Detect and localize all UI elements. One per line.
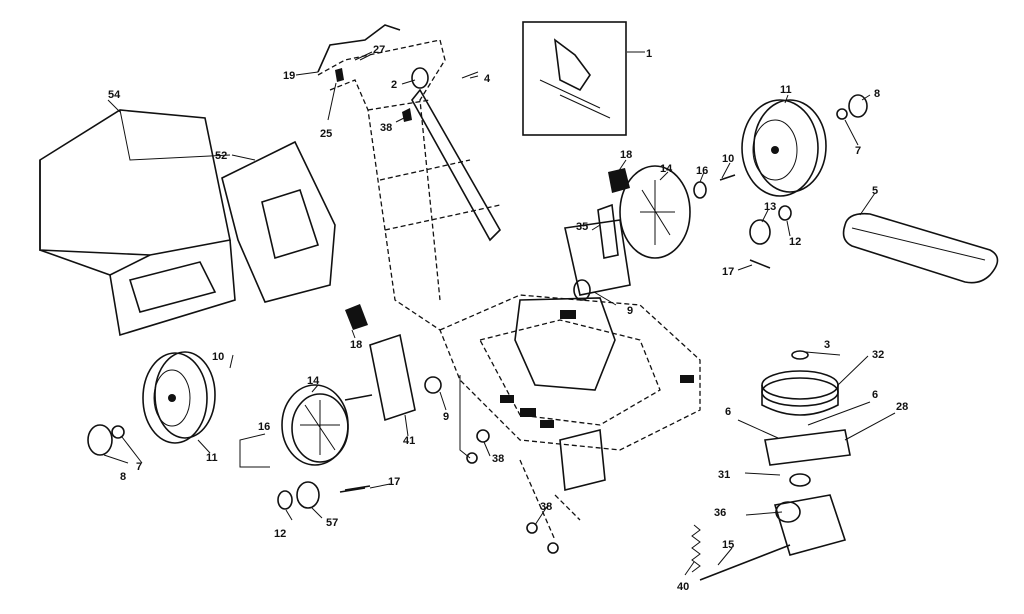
callout-25: 25 bbox=[320, 128, 332, 140]
callout-6b: 6 bbox=[872, 389, 878, 401]
callout-10a: 10 bbox=[212, 351, 224, 363]
callout-38c: 38 bbox=[540, 501, 552, 513]
callout-16b: 16 bbox=[696, 165, 708, 177]
spring bbox=[691, 524, 701, 573]
callout-28: 28 bbox=[896, 401, 908, 413]
callout-38a: 38 bbox=[380, 122, 392, 134]
callout-41: 41 bbox=[403, 435, 415, 447]
callout-14b: 14 bbox=[660, 163, 673, 175]
pulley bbox=[761, 350, 839, 416]
callout-11b: 11 bbox=[780, 84, 792, 96]
inset-box bbox=[522, 21, 627, 136]
callout-36: 36 bbox=[714, 507, 726, 519]
callout-1: 1 bbox=[646, 48, 652, 60]
callout-8a: 8 bbox=[120, 471, 126, 483]
callout-9b: 9 bbox=[627, 305, 633, 317]
callout-15: 15 bbox=[722, 539, 734, 551]
callout-54: 54 bbox=[108, 89, 121, 101]
right-wheel bbox=[741, 99, 827, 197]
callout-18a: 18 bbox=[350, 339, 362, 351]
leader-lines bbox=[103, 51, 896, 576]
drive-belt bbox=[842, 212, 999, 284]
callout-labels: 1 2 3 4 5 6 6 7 7 8 8 9 9 10 10 11 11 12… bbox=[108, 44, 908, 593]
mower-deck bbox=[439, 294, 701, 451]
left-wheel-plate bbox=[281, 384, 349, 466]
transmission bbox=[699, 473, 847, 581]
bag-frame bbox=[221, 140, 336, 303]
callout-5: 5 bbox=[872, 185, 878, 197]
callout-8b: 8 bbox=[874, 88, 880, 100]
callout-6a: 6 bbox=[725, 406, 731, 418]
left-wheel bbox=[142, 351, 216, 444]
callout-17b: 17 bbox=[722, 266, 734, 278]
grass-bag bbox=[39, 109, 236, 337]
callout-27: 27 bbox=[373, 44, 385, 56]
callout-40: 40 bbox=[677, 581, 689, 593]
callout-7b: 7 bbox=[855, 145, 861, 157]
left-drive-bracket bbox=[344, 304, 442, 422]
callout-18b: 18 bbox=[620, 149, 632, 161]
callout-12a: 12 bbox=[274, 528, 286, 540]
callout-52: 52 bbox=[215, 150, 227, 162]
callout-19: 19 bbox=[283, 70, 295, 82]
right-wheel-plate bbox=[619, 165, 691, 259]
callout-14a: 14 bbox=[307, 375, 320, 387]
callout-31: 31 bbox=[718, 469, 730, 481]
handle-assembly bbox=[317, 39, 501, 331]
callout-13: 13 bbox=[764, 201, 776, 213]
right-drive-bracket bbox=[564, 168, 631, 301]
callout-35: 35 bbox=[576, 221, 588, 233]
callout-38b: 38 bbox=[492, 453, 504, 465]
callout-17a: 17 bbox=[388, 476, 400, 488]
callout-10b: 10 bbox=[722, 153, 734, 165]
callout-2: 2 bbox=[391, 79, 397, 91]
mount-plate bbox=[764, 429, 851, 466]
callout-11a: 11 bbox=[206, 452, 218, 464]
callout-12b: 12 bbox=[789, 236, 801, 248]
callout-57: 57 bbox=[326, 517, 338, 529]
callout-4: 4 bbox=[484, 73, 491, 85]
callout-3: 3 bbox=[824, 339, 830, 351]
control-bar bbox=[317, 24, 401, 73]
rear-bracket bbox=[519, 428, 606, 541]
callout-32: 32 bbox=[872, 349, 884, 361]
callout-7a: 7 bbox=[136, 461, 142, 473]
callout-9a: 9 bbox=[443, 411, 449, 423]
callout-16a: 16 bbox=[258, 421, 270, 433]
